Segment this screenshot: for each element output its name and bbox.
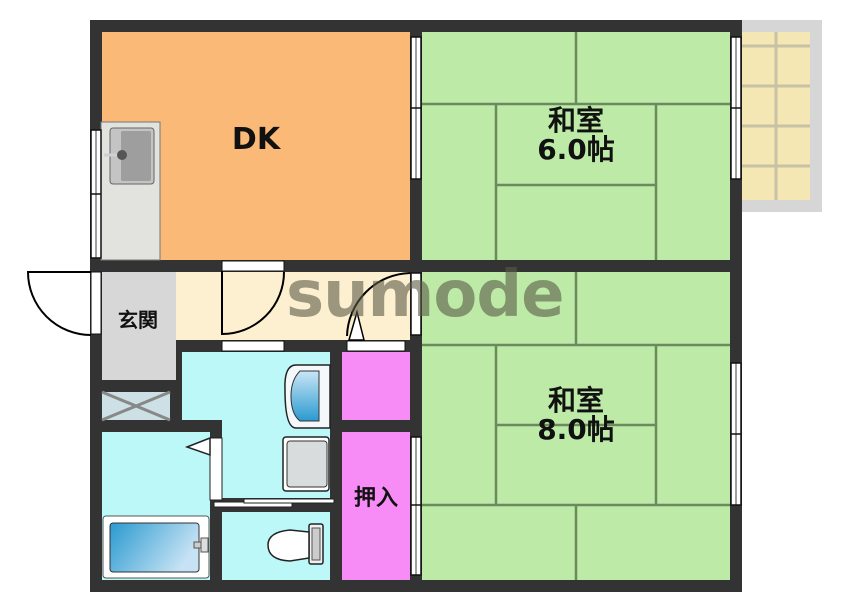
room-washitsu-6 [422,32,730,260]
door-openings [90,260,406,352]
door-swings [26,271,411,337]
shoe-storage [101,390,171,422]
door-stop [348,309,365,341]
label-genkan: 玄関 [118,308,158,332]
toilet [267,523,324,565]
label-oshiire: 押入 [353,486,398,511]
washing-machine-pan [282,436,330,492]
room-genkan [102,272,176,380]
kitchen-sink [100,121,161,261]
bathtub [102,515,210,579]
label-dk: DK [231,122,281,157]
toilet-sliding-door [213,498,335,508]
label-washitsu-8-name: 和室 [547,384,604,417]
bathroom-door [184,436,223,501]
closet-upper [342,352,410,420]
label-washitsu-6-size: 6.0帖 [537,133,615,167]
closet-oshiire [342,432,410,580]
label-washitsu-6: 和室 6.0帖 [516,106,636,165]
windows [90,36,742,576]
label-washitsu-6-name: 和室 [547,104,604,137]
room-washitsu-8 [422,272,730,580]
balcony [740,20,822,212]
hallway [176,272,410,340]
label-washitsu-8-size: 8.0帖 [537,413,615,447]
label-washitsu-8: 和室 8.0帖 [516,386,636,445]
watermark: sumode [286,258,565,332]
washbasin [284,364,331,429]
